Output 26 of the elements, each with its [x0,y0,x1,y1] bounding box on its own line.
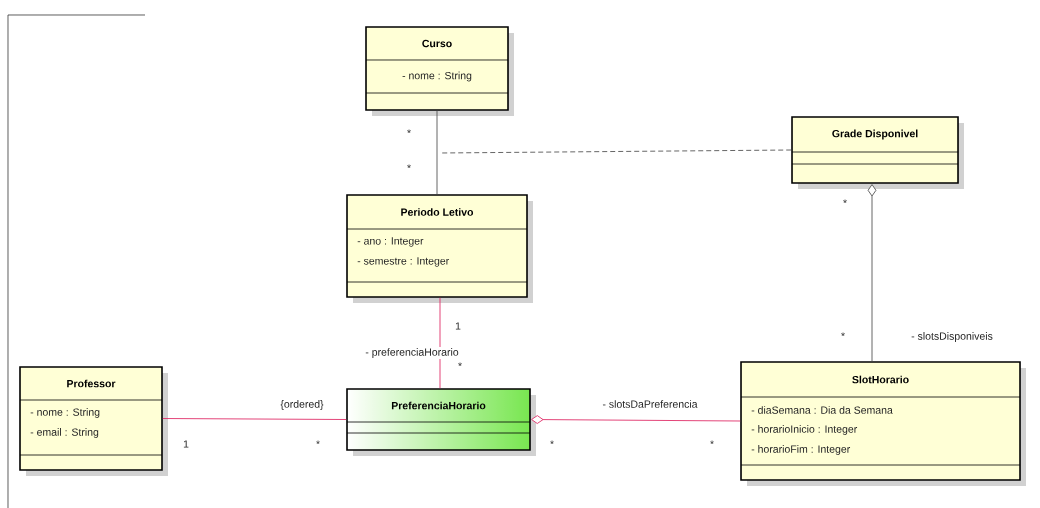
multiplicity: * [843,199,847,204]
role-label: - slotsDaPreferencia [601,399,699,409]
multiplicity: * [710,440,714,445]
class-box: Curso - nome : String [365,26,514,116]
association-line [439,297,441,389]
class-box: PreferenciaHorario [346,388,536,456]
multiplicity: * [407,129,411,134]
multiplicity: * [550,440,554,445]
multiplicity: 1 [455,322,461,330]
role-label: - preferenciaHorario [364,347,460,359]
multiplicity: * [407,164,411,169]
class-box: Grade Disponivel [791,116,964,189]
multiplicity: 1 [183,440,189,448]
multiplicity: * [458,362,462,367]
class-box: Periodo Letivo - ano : Integer - semestre : Integer [346,194,533,303]
multiplicity: * [841,332,845,337]
association-line [162,418,347,420]
association-line [436,110,438,195]
class-box: Professor - nome : String - email : String [19,366,168,476]
role-label: {ordered} [279,399,325,411]
role-label: - slotsDisponiveis [910,331,994,343]
class-box: SlotHorario - diaSemana : Dia da Semana - horarioInicio : Integer - horarioFim : Integer [740,361,1026,486]
dashed-line [439,149,792,154]
multiplicity: * [316,440,320,445]
aggregation-line [867,184,877,362]
aggregation-line [531,415,741,424]
